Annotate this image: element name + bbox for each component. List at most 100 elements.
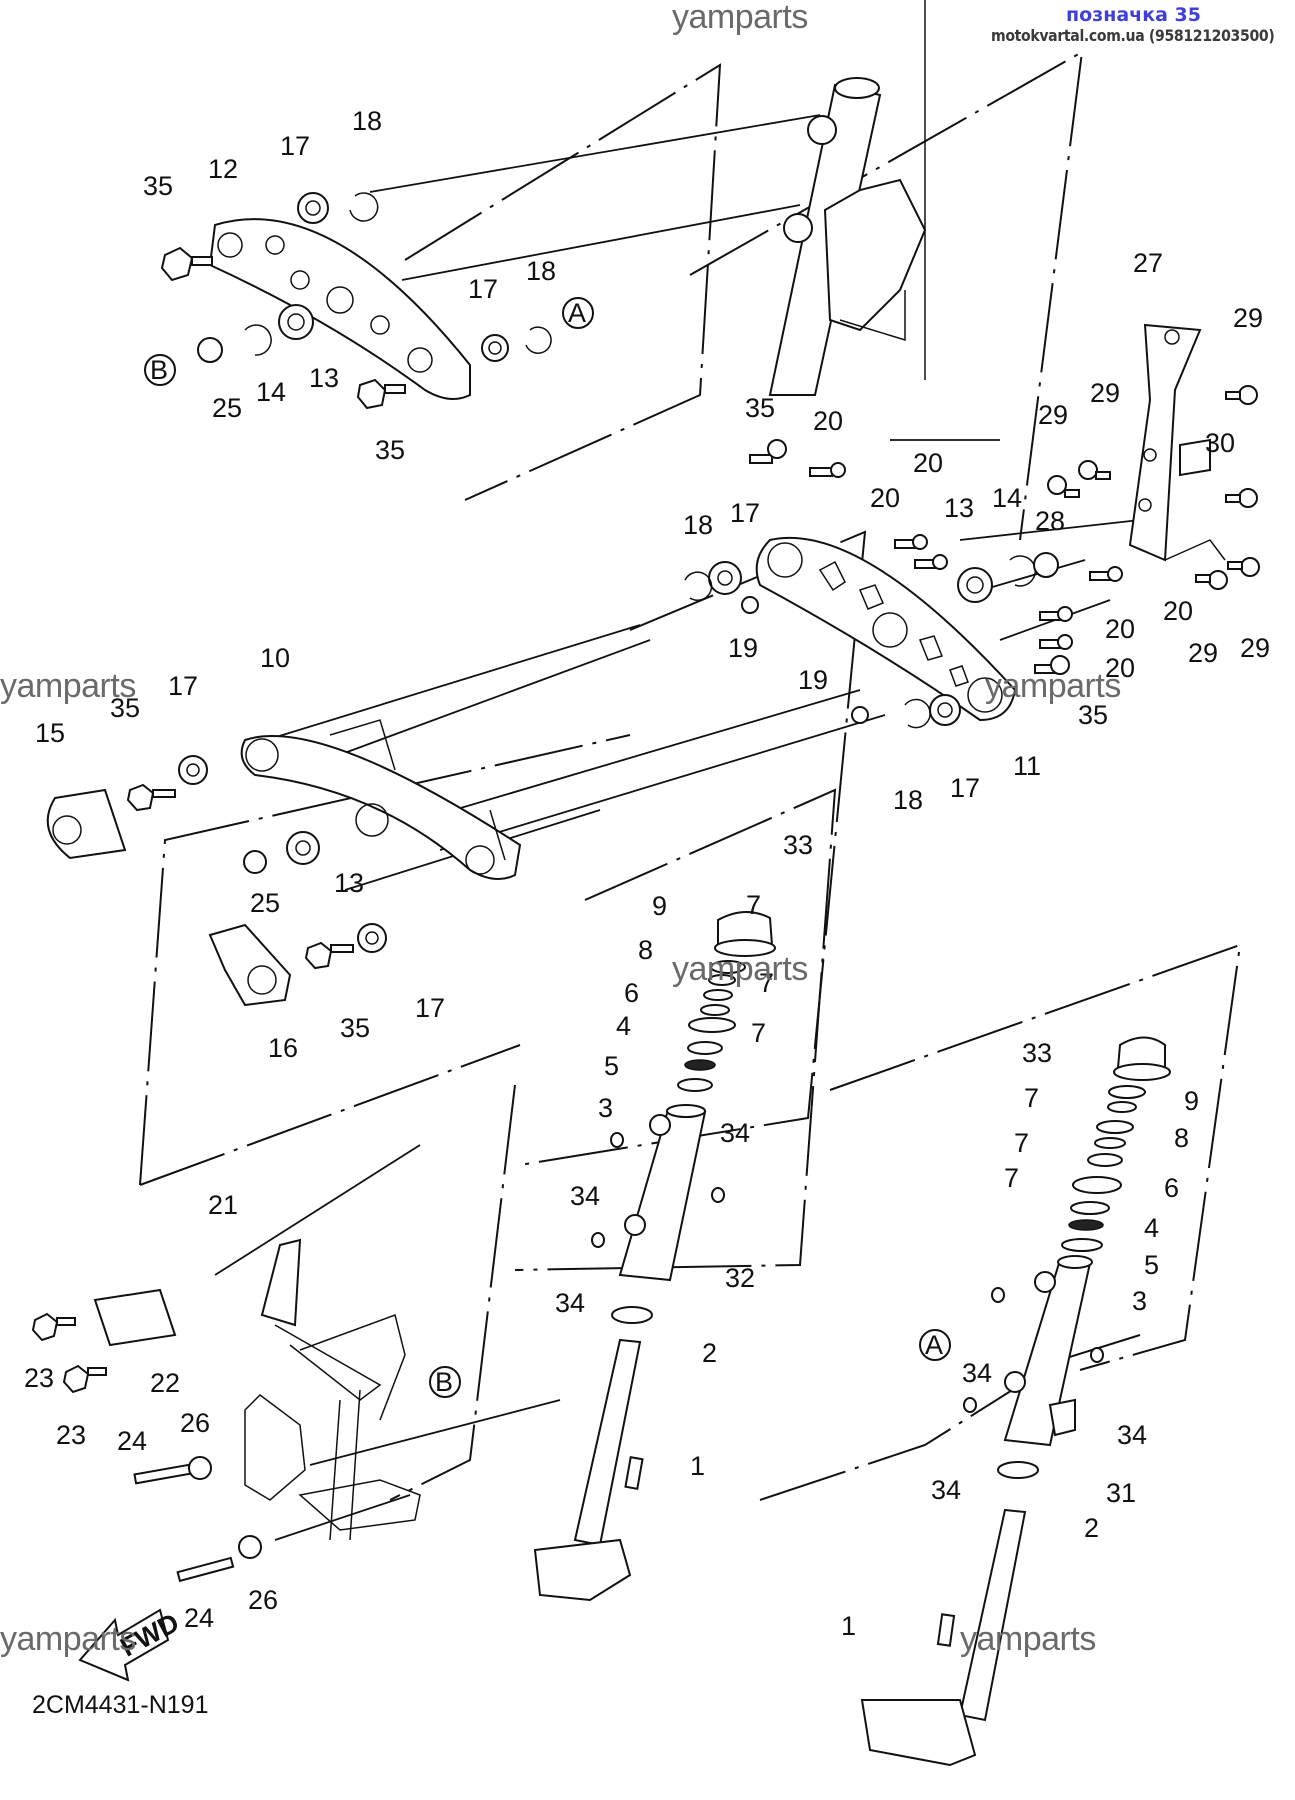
callout-1: 1 [690, 1451, 705, 1481]
collar-19-upper [741, 596, 759, 614]
frame-box-upper-link [404, 63, 722, 501]
spacer-25-b [243, 850, 267, 874]
callout-12: 12 [208, 154, 238, 184]
nut-26-b [238, 1535, 262, 1559]
bolt-35-right [1050, 655, 1070, 675]
reference-markers: A B B A [144, 297, 951, 1398]
callout-21: 21 [208, 1190, 238, 1220]
callout-27: 27 [1133, 248, 1163, 278]
callout-9: 9 [652, 891, 667, 921]
callout-29: 29 [1038, 400, 1068, 430]
callout-14: 14 [256, 377, 286, 407]
ref-marker-b-top-label: B [150, 355, 168, 385]
steering-stem-right [958, 1508, 1027, 1722]
callout-11: 11 [1013, 751, 1041, 781]
steering-column-right [860, 1036, 1171, 1767]
callout-24: 24 [117, 1426, 147, 1456]
bracket-27 [1047, 323, 1260, 590]
site-contact: motokvartal.com.ua (958121203500) [991, 26, 1275, 45]
callout-17: 17 [280, 131, 310, 161]
callout-4: 4 [616, 1011, 631, 1041]
frame-box-right-column [829, 943, 1242, 1371]
tag-label: позначка 35 [1066, 4, 1201, 26]
circlip-18 [349, 192, 379, 222]
bolt-1 [624, 1456, 644, 1490]
bolt-35-b [304, 941, 333, 970]
callout-17: 17 [468, 274, 498, 304]
bolt-35-lower [356, 378, 387, 410]
callout-20: 20 [1105, 614, 1135, 644]
callout-19: 19 [798, 665, 828, 695]
callout-29: 29 [1090, 378, 1120, 408]
watermark-bottom-left: yamparts [0, 1620, 136, 1658]
callout-13: 13 [944, 493, 974, 523]
bolt-1-right [936, 1613, 956, 1647]
callout-26: 26 [248, 1585, 278, 1615]
callout-7: 7 [759, 968, 774, 998]
spacer-25 [197, 337, 223, 363]
callout-23: 23 [56, 1420, 86, 1450]
callout-17: 17 [730, 498, 760, 528]
callout-20: 20 [1105, 653, 1135, 683]
callout-22: 22 [150, 1368, 180, 1398]
link-arm-10 [46, 719, 522, 1007]
callout-26: 26 [180, 1408, 210, 1438]
frame-head-tube [768, 0, 927, 396]
callout-8: 8 [638, 935, 653, 965]
ref-marker-a-bottom-label: A [925, 1330, 943, 1360]
callout-14: 14 [992, 483, 1022, 513]
callout-17: 17 [950, 773, 980, 803]
callout-10: 10 [260, 643, 290, 673]
lower-bracket-right [860, 1699, 977, 1767]
bolt-35-mid [767, 439, 787, 459]
callout-17: 17 [415, 993, 445, 1023]
watermark-center: yamparts [672, 950, 808, 988]
bolt-23-a [31, 1312, 59, 1342]
callout-23: 23 [24, 1363, 54, 1393]
circlip-14 [244, 324, 272, 356]
frame-box-mid-column [514, 788, 837, 1271]
callout-29: 29 [1240, 633, 1270, 663]
callout-20: 20 [1163, 596, 1193, 626]
lower-link-plate-11 [684, 439, 1123, 729]
clamp-31 [1048, 1398, 1076, 1437]
lower-frame-assembly [31, 1238, 421, 1583]
stud-24-a [133, 1463, 192, 1485]
bolt-35-a [126, 783, 155, 812]
callout-5: 5 [1144, 1250, 1159, 1280]
nut-26-a [188, 1456, 212, 1480]
callout-1: 1 [841, 1611, 856, 1641]
steering-column-middle [533, 911, 776, 1602]
ref-marker-a-top-label: A [568, 298, 586, 328]
callout-34: 34 [570, 1181, 600, 1211]
callout-2: 2 [1084, 1513, 1099, 1543]
callout-35: 35 [1078, 700, 1108, 730]
watermark-left: yamparts [0, 667, 136, 705]
callout-25: 25 [212, 393, 242, 423]
ref-marker-a-top [562, 297, 594, 329]
callout-32: 32 [725, 1263, 755, 1293]
callout-25: 25 [250, 888, 280, 918]
callout-7: 7 [1024, 1083, 1039, 1113]
callout-24: 24 [184, 1603, 214, 1633]
callout-29: 29 [1233, 303, 1263, 333]
ref-marker-a-bottom [919, 1329, 951, 1361]
callout-7: 7 [1004, 1163, 1019, 1193]
callout-13: 13 [334, 868, 364, 898]
watermark-right: yamparts [985, 667, 1121, 705]
callout-34: 34 [962, 1358, 992, 1388]
callout-18: 18 [893, 785, 923, 815]
callout-8: 8 [1174, 1123, 1189, 1153]
callout-5: 5 [604, 1051, 619, 1081]
clip-30 [1179, 438, 1211, 477]
diagram-code: 2CM4431-N191 [32, 1691, 209, 1719]
frame-box-lower-left [139, 1044, 521, 1186]
callout-20: 20 [913, 448, 943, 478]
ref-marker-b-top [144, 354, 176, 386]
bearing-13-right [957, 567, 993, 603]
callout-34: 34 [720, 1118, 750, 1148]
callout-34: 34 [931, 1475, 961, 1505]
callout-7: 7 [746, 890, 761, 920]
bearing-2 [611, 1306, 653, 1324]
